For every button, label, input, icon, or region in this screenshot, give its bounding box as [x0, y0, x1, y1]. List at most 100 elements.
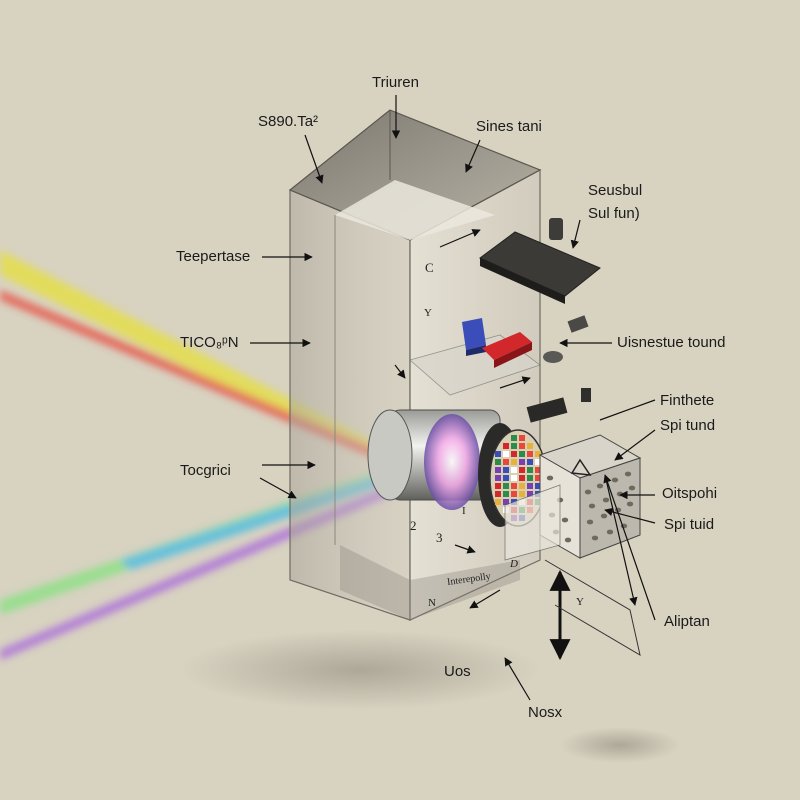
- pore: [596, 483, 604, 489]
- leader-lines: [250, 95, 656, 701]
- mosaic-tile: [535, 483, 541, 489]
- mosaic-tile: [527, 475, 533, 481]
- label-right-5: Aliptan: [664, 613, 710, 630]
- label-left-2: TICO₈ᵖN: [180, 334, 239, 351]
- ground-shadow: [180, 630, 540, 710]
- pore: [600, 513, 608, 519]
- mosaic-tile: [535, 467, 541, 473]
- ground-shadow-small: [560, 727, 680, 763]
- mosaic-tile: [503, 499, 509, 505]
- mosaic-tile: [527, 483, 533, 489]
- red-block: [482, 332, 532, 368]
- beam-yellow: [0, 250, 380, 460]
- pore: [606, 529, 614, 535]
- pore: [626, 501, 634, 507]
- mosaic-tile: [535, 459, 541, 465]
- porous-arrow-icon: [570, 458, 592, 476]
- mosaic-tile: [519, 443, 525, 449]
- mosaic-tile: [511, 491, 517, 497]
- small-part-2: [543, 351, 563, 363]
- label-right-4b: Spi tuid: [664, 516, 715, 533]
- inner-label-y2: Y: [576, 596, 584, 608]
- connector-tube: [504, 484, 561, 561]
- cylinder-front: [367, 409, 413, 501]
- pore: [616, 491, 624, 497]
- mosaic-tile: [503, 443, 509, 449]
- mosaic-tile: [495, 459, 501, 465]
- mosaic-tile: [511, 475, 517, 481]
- incoming-beams: [0, 250, 380, 460]
- mosaic-tile: [519, 475, 525, 481]
- label-right-3a: Finthete: [660, 392, 715, 409]
- mosaic-tile: [503, 451, 509, 457]
- inner-label-i: I: [462, 505, 466, 517]
- lens-glow: [424, 414, 480, 510]
- pore: [602, 497, 610, 503]
- small-part-1: [567, 315, 589, 333]
- mosaic-tile: [519, 435, 525, 441]
- mosaic-tile: [527, 451, 533, 457]
- mosaic-tile: [511, 467, 517, 473]
- mosaic-tile: [527, 467, 533, 473]
- label-top-right: Sines tani: [476, 118, 542, 135]
- glass-base: [340, 545, 520, 620]
- mosaic-tile: [519, 459, 525, 465]
- pore: [591, 535, 599, 541]
- label-bottom-2: Nosx: [528, 704, 563, 721]
- mosaic-tile: [527, 443, 533, 449]
- pore: [588, 503, 596, 509]
- label-right-1b: Sul fun): [588, 205, 640, 222]
- label-right-4a: Oitspohi: [662, 485, 718, 502]
- mosaic-tile: [503, 459, 509, 465]
- pore: [628, 485, 636, 491]
- mosaic-tile: [495, 451, 501, 457]
- label-bottom-1: Uos: [444, 663, 471, 680]
- label-left-1: Teepertase: [176, 248, 251, 265]
- small-cylinder: [549, 218, 563, 240]
- small-part-3: [581, 388, 591, 402]
- blue-block: [462, 318, 486, 356]
- mosaic-tile: [519, 467, 525, 473]
- glass-block: [288, 109, 542, 621]
- dark-plate-side: [480, 258, 565, 304]
- mosaic-tile: [511, 483, 517, 489]
- label-right-1a: Seusbul: [588, 182, 643, 199]
- inner-label-y1: Y: [424, 307, 432, 319]
- mosaic-tile: [495, 483, 501, 489]
- glass-top-inner: [335, 180, 495, 240]
- pore: [561, 517, 569, 523]
- inner-label-c: C: [425, 260, 434, 275]
- mosaic-tile: [527, 491, 533, 497]
- pore: [564, 537, 572, 543]
- label-left-3: Tocgrici: [180, 462, 231, 479]
- inner-label-2: 2: [410, 518, 417, 533]
- pore: [584, 489, 592, 495]
- beam-red: [0, 290, 380, 460]
- pore: [611, 477, 619, 483]
- dimension-frame: [544, 559, 641, 657]
- mosaic-tile: [503, 467, 509, 473]
- mosaic-tile: [495, 491, 501, 497]
- small-part-4: [526, 397, 568, 423]
- pore: [586, 519, 594, 525]
- mosaic-tile: [535, 451, 541, 457]
- label-top-left: S890.Ta²: [258, 113, 319, 130]
- label-right-2: Uisnestue tound: [617, 334, 726, 351]
- pore: [624, 471, 632, 477]
- mosaic-tile: [495, 475, 501, 481]
- mosaic-tile: [495, 467, 501, 473]
- pore: [546, 475, 554, 481]
- mosaic-tile: [519, 491, 525, 497]
- mosaic-tile: [511, 451, 517, 457]
- mosaic-tile: [503, 491, 509, 497]
- label-right-3b: Spi tund: [660, 417, 716, 434]
- mosaic-tile: [511, 459, 517, 465]
- inner-label-3: 3: [436, 530, 443, 545]
- mosaic-tile: [519, 451, 525, 457]
- inner-label-d: D: [510, 558, 518, 570]
- label-top: Triuren: [372, 74, 419, 91]
- mosaic-tile: [503, 483, 509, 489]
- mosaic-tile: [511, 435, 517, 441]
